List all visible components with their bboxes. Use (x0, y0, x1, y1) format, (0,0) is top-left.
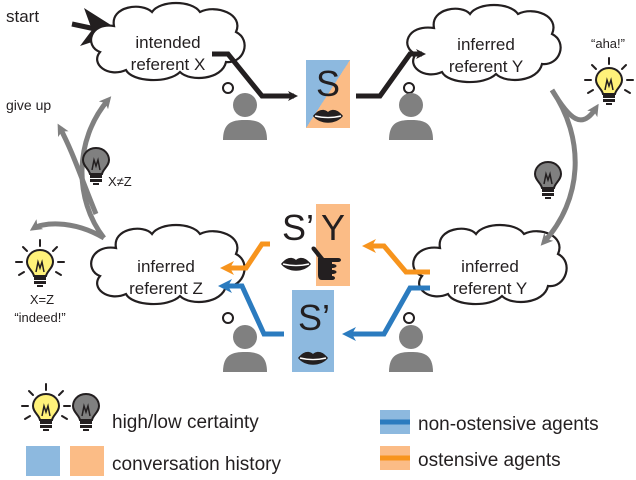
person-listener-top (389, 93, 433, 140)
legend-ostensive-label: ostensive agents (418, 450, 561, 471)
thought-bubble-tl (222, 82, 234, 94)
legend-certainty-label: high/low certainty (112, 412, 259, 433)
person-speaker-bottom-right (389, 325, 433, 372)
legend-non-ostensive-label: non-ostensive agents (418, 414, 599, 435)
cloud-intended-x-line2: referent X (131, 55, 206, 74)
legend-history-label: conversation history (112, 454, 281, 475)
x-eq-z-label: X=Z (30, 292, 54, 307)
legend-swatch-orange (70, 446, 104, 476)
aha-bulb-icon (584, 57, 634, 106)
arrow-utterance-to-listener (356, 49, 426, 99)
low-certainty-bulb-right-icon (534, 161, 562, 200)
thought-bubble-bl (222, 312, 234, 324)
cloud-intended-x (90, 1, 246, 82)
indeed-label: “indeed!” (14, 310, 65, 325)
give-up-label: give up (6, 97, 51, 113)
cloud-inferred-y-top-line1: inferred (457, 35, 515, 54)
thought-bubble-tr (403, 82, 415, 94)
cloud-intended-x-line1: intended (135, 33, 200, 52)
arrow-left-up (79, 96, 112, 240)
cloud-inferred-z-line2: referent Z (129, 279, 203, 298)
legend-swatch-blue (26, 446, 60, 476)
blue-arrow-right (342, 285, 430, 341)
legend-bulb-high-icon (21, 383, 71, 432)
blue-arrow-left (218, 279, 284, 337)
legend-bulb-low-icon (72, 393, 100, 432)
orange-arrow-left (220, 241, 270, 275)
cloud-inferred-z-line1: inferred (137, 257, 195, 276)
arrow-speaker-to-utterance (212, 51, 298, 101)
orange-arrow-right (362, 239, 430, 275)
lips-icon-ostensive (280, 257, 312, 272)
cloud-inferred-y-top (406, 3, 562, 84)
person-speaker-top (223, 93, 267, 140)
low-certainty-bulb-left-icon (82, 147, 110, 186)
x-neq-z-label: X≠Z (108, 174, 132, 189)
arrow-to-give-up (57, 123, 99, 215)
utterance-s-prime-non-ostensive: S’ (298, 297, 330, 338)
aha-label: “aha!” (591, 36, 625, 51)
arrow-to-indeed (29, 219, 106, 241)
cloud-inferred-y-bottom-line1: inferred (461, 257, 519, 276)
cloud-inferred-y-bottom-line2: referent Y (453, 279, 527, 298)
utterance-s-prime-ostensive: S’ (282, 207, 314, 248)
utterance-y: Y (321, 207, 345, 248)
start-label: start (6, 7, 39, 26)
pointing-hand-icon (311, 246, 341, 280)
arrow-right-down (540, 88, 578, 246)
cloud-inferred-y-top-line2: referent Y (449, 57, 523, 76)
thought-bubble-br (403, 312, 415, 324)
utterance-s-top: S (316, 63, 340, 104)
indeed-bulb-icon (15, 239, 65, 288)
